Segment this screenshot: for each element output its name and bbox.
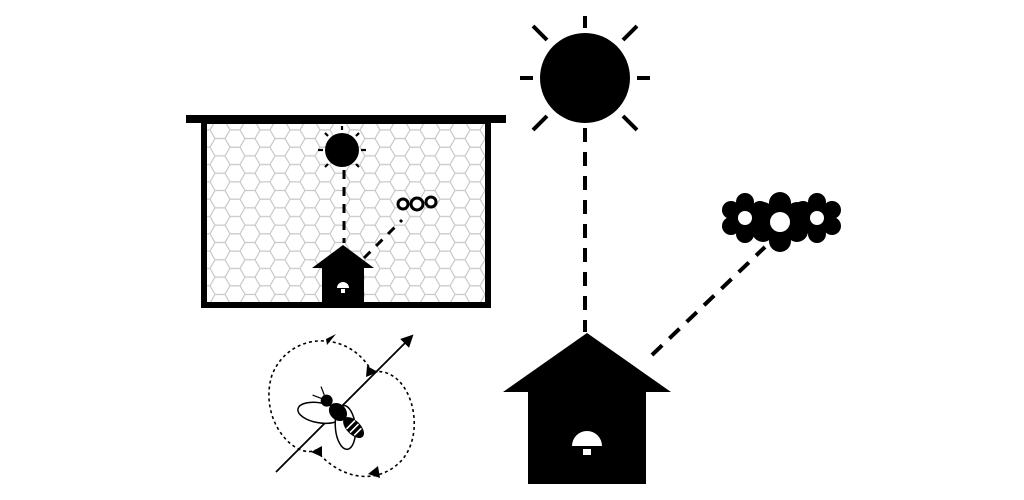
sun-icon	[520, 16, 650, 132]
small-sun-icon	[318, 126, 366, 168]
beehive-house-icon	[503, 333, 671, 484]
small-flower-direction-line	[362, 218, 404, 260]
flower-center	[752, 192, 808, 252]
hive-entrance-icon	[572, 431, 602, 446]
small-flower-cluster-icon	[396, 195, 438, 212]
hive-frame-border	[201, 118, 491, 308]
waggle-dance-icon	[268, 334, 416, 478]
small-hive-house-icon	[312, 245, 374, 303]
return-loop-right	[315, 370, 416, 478]
bee-icon	[297, 386, 364, 451]
flower-direction-line	[650, 245, 767, 357]
return-loop-left	[268, 340, 373, 453]
flower-cluster-icon	[722, 192, 841, 252]
